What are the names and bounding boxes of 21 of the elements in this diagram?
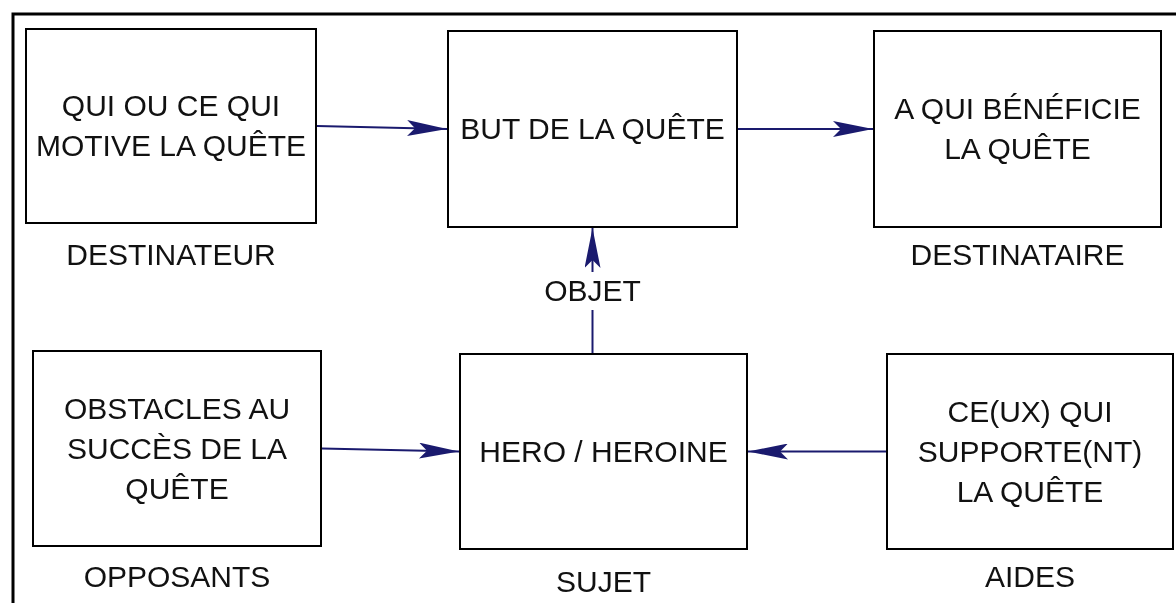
process-box: [25, 28, 317, 224]
role-label: OPPOSANTS: [82, 560, 272, 594]
role-label: SUJET: [555, 565, 652, 599]
box-text: HERO / HEROINE: [478, 433, 729, 470]
arrow: [737, 121, 874, 137]
box-text: A QUI BÉNÉFICIE LA QUÊTE: [893, 91, 1142, 167]
process-box: [447, 30, 738, 228]
arrow: [747, 443, 887, 460]
role-label: DESTINATEUR: [65, 238, 277, 272]
role-label: DESTINATAIRE: [909, 238, 1126, 272]
process-box: [459, 353, 748, 550]
box-text: QUI OU CE QUI MOTIVE LA QUÊTE: [34, 88, 308, 164]
arrow: [321, 442, 460, 459]
process-box: [32, 350, 322, 547]
box-text: BUT DE LA QUÊTE: [459, 111, 726, 147]
process-box: [886, 353, 1174, 550]
box-text: CE(UX) QUI SUPPORTE(NT) LA QUÊTE: [916, 393, 1144, 510]
process-box: [873, 30, 1162, 228]
arrow: [316, 120, 448, 137]
role-label: AIDES: [984, 560, 1076, 594]
box-text: OBSTACLES AU SUCCÈS DE LA QUÊTE: [62, 390, 292, 507]
